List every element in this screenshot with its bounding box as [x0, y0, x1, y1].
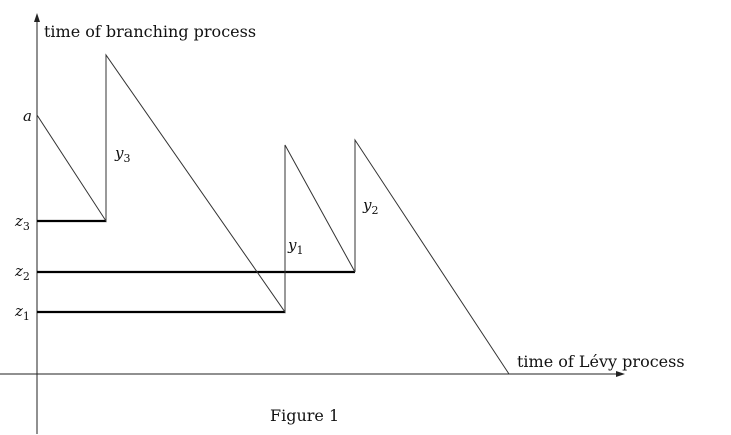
- label-z1: z1: [14, 302, 30, 323]
- label-z3: z3: [14, 212, 30, 233]
- figure-caption: Figure 1: [270, 406, 339, 425]
- horizontal-axis-label: time of Lévy process: [517, 352, 685, 371]
- label-z2: z2: [14, 262, 30, 283]
- vertical-axis-label: time of branching process: [44, 22, 256, 41]
- label-y2: y2: [362, 196, 378, 217]
- process-path: [36, 53, 510, 375]
- label-a: a: [23, 107, 32, 125]
- label-y3: y3: [114, 144, 130, 165]
- vertical-axis-arrowhead: [34, 13, 40, 22]
- label-y1: y1: [287, 236, 303, 257]
- horizontal-axis-arrowhead: [616, 371, 625, 377]
